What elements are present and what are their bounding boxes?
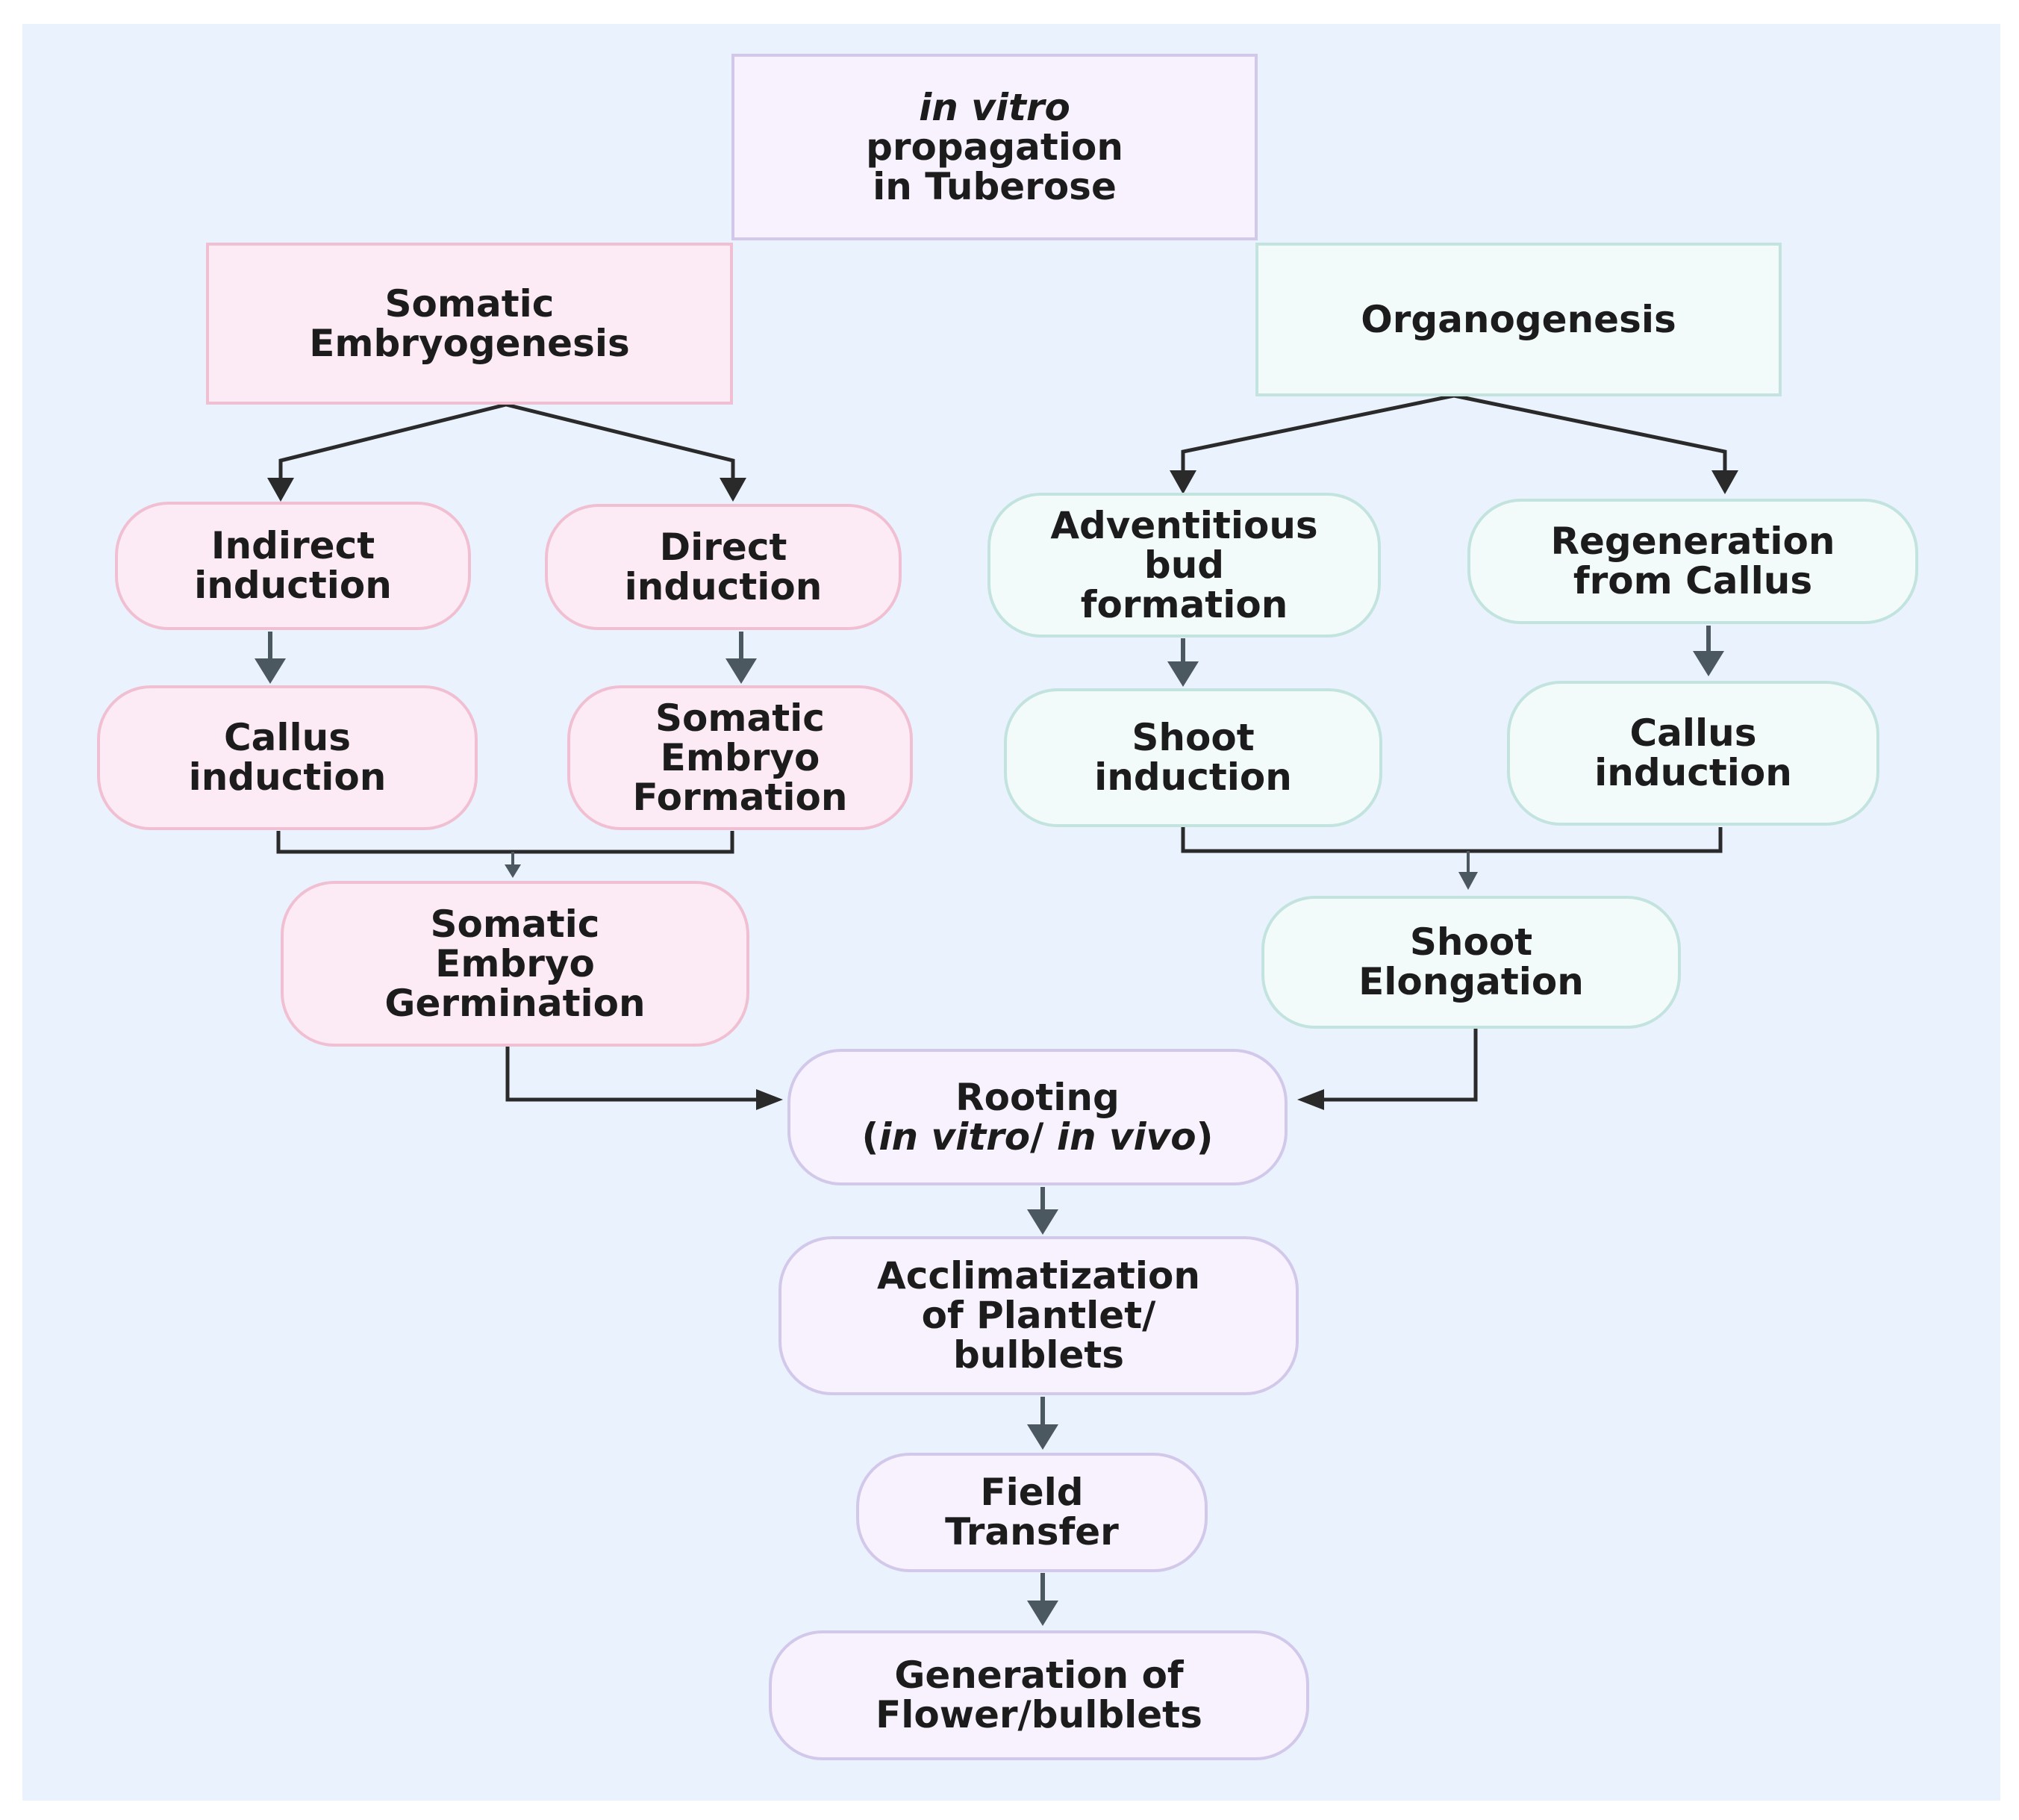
arrowhead-field: [1027, 1424, 1058, 1450]
root-line-1: in vitro: [919, 85, 1070, 129]
adventitious-bud-formation-line-3: formation: [1080, 582, 1288, 626]
generation-line-2: Flower/bulblets: [876, 1693, 1202, 1736]
root-line-3: in Tuberose: [873, 164, 1117, 208]
somatic-embryo-germination-line-2: Embryo: [435, 941, 595, 985]
direct-induction-line-1: Direct: [659, 525, 787, 569]
arrowhead-formation: [725, 658, 757, 684]
arrowhead-adventitious: [1170, 470, 1196, 494]
arrowhead-shoot-induction: [1167, 661, 1199, 687]
somatic-embryo-germination-line-1: Somatic: [430, 902, 600, 946]
direct-induction-line-2: induction: [624, 564, 823, 608]
arrowhead-callus-right: [1693, 651, 1724, 676]
shoot-induction-line-2: induction: [1094, 755, 1292, 799]
rooting-in-vivo: in vivo: [1056, 1115, 1196, 1159]
root-line-2: propagation: [866, 125, 1123, 169]
rooting-close-paren: ): [1196, 1115, 1214, 1159]
connector-somatic-to-direct: [505, 402, 735, 478]
shoot-elongation-line-2: Elongation: [1358, 960, 1584, 1003]
somatic-embryo-germination-node: Somatic Embryo Germination: [281, 881, 749, 1047]
somatic-embryogenesis-line-2: Embryogenesis: [309, 321, 630, 365]
callus-induction-right-node: Callus induction: [1507, 681, 1879, 826]
arrowhead-acclimatization: [1027, 1209, 1058, 1235]
somatic-embryogenesis-node: Somatic Embryogenesis: [206, 243, 733, 405]
somatic-embryo-germination-line-3: Germination: [384, 981, 646, 1025]
arrowhead-callus-left: [255, 658, 286, 684]
callus-induction-left-line-2: induction: [188, 755, 387, 799]
shoot-elongation-node: Shoot Elongation: [1261, 896, 1681, 1029]
regeneration-from-callus-line-1: Regeneration: [1550, 520, 1835, 563]
arrowhead-rooting-right: [1297, 1089, 1324, 1110]
arrowhead-regeneration: [1711, 470, 1738, 494]
connector-elongation-to-rooting: [1323, 1029, 1478, 1102]
regeneration-from-callus-line-2: from Callus: [1573, 559, 1813, 602]
arrowhead-rooting-left: [756, 1089, 783, 1110]
callus-induction-left-node: Callus induction: [97, 685, 478, 830]
acclimatization-line-3: bulblets: [952, 1333, 1125, 1377]
rooting-node: Rooting (in vitro/ in vivo): [787, 1049, 1288, 1185]
generation-node: Generation of Flower/bulblets: [769, 1630, 1309, 1760]
rooting-open-paren: (: [861, 1115, 879, 1159]
indirect-induction-line-2: induction: [194, 564, 392, 607]
rooting-separator: /: [1030, 1115, 1057, 1159]
adventitious-bud-formation-line-2: bud: [1143, 543, 1225, 587]
field-transfer-line-2: Transfer: [945, 1510, 1119, 1553]
arrowhead-indirect: [267, 478, 294, 502]
arrowhead-elongation: [1458, 872, 1478, 890]
connector-organo-to-regeneration: [1453, 393, 1727, 470]
arrowhead-direct: [720, 478, 746, 502]
rooting-line-1: Rooting: [955, 1075, 1120, 1119]
shoot-induction-node: Shoot induction: [1004, 688, 1382, 827]
shoot-induction-line-1: Shoot: [1132, 716, 1255, 759]
field-transfer-line-1: Field: [980, 1471, 1084, 1514]
adventitious-bud-formation-node: Adventitious bud formation: [987, 493, 1381, 638]
connector-merge-left: [276, 831, 734, 854]
generation-line-1: Generation of: [894, 1654, 1184, 1697]
somatic-embryo-formation-line-2: Embryo: [660, 735, 820, 779]
acclimatization-node: Acclimatization of Plantlet/ bulblets: [778, 1236, 1299, 1395]
arrowhead-generation: [1027, 1601, 1058, 1626]
acclimatization-line-1: Acclimatization: [877, 1254, 1200, 1297]
connector-organo-to-adventitious: [1181, 393, 1455, 470]
organogenesis-node: Organogenesis: [1255, 243, 1782, 396]
callus-induction-right-line-1: Callus: [1629, 711, 1757, 755]
regeneration-from-callus-node: Regeneration from Callus: [1467, 499, 1918, 624]
indirect-induction-line-1: Indirect: [210, 524, 375, 567]
connector-merge-right: [1181, 827, 1723, 853]
somatic-embryo-formation-node: Somatic Embryo Formation: [567, 685, 913, 830]
arrowhead-germination: [505, 864, 521, 878]
rooting-line-2: (in vitro/ in vivo): [861, 1115, 1214, 1159]
organogenesis-line-1: Organogenesis: [1361, 297, 1676, 341]
connector-germination-to-rooting: [505, 1046, 758, 1102]
root-node: in vitro propagation in Tuberose: [731, 54, 1258, 240]
somatic-embryo-formation-line-1: Somatic: [655, 696, 825, 740]
callus-induction-left-line-1: Callus: [223, 716, 352, 759]
connector-somatic-to-indirect: [278, 402, 507, 478]
callus-induction-right-line-2: induction: [1594, 751, 1792, 794]
field-transfer-node: Field Transfer: [856, 1453, 1208, 1572]
acclimatization-line-2: of Plantlet/: [921, 1294, 1156, 1337]
shoot-elongation-line-1: Shoot: [1409, 920, 1533, 964]
somatic-embryogenesis-line-1: Somatic: [384, 281, 555, 325]
adventitious-bud-formation-line-1: Adventitious: [1050, 503, 1318, 547]
indirect-induction-node: Indirect induction: [115, 502, 471, 630]
somatic-embryo-formation-line-3: Formation: [632, 775, 848, 819]
direct-induction-node: Direct induction: [545, 504, 902, 630]
rooting-in-vitro: in vitro: [879, 1115, 1031, 1159]
